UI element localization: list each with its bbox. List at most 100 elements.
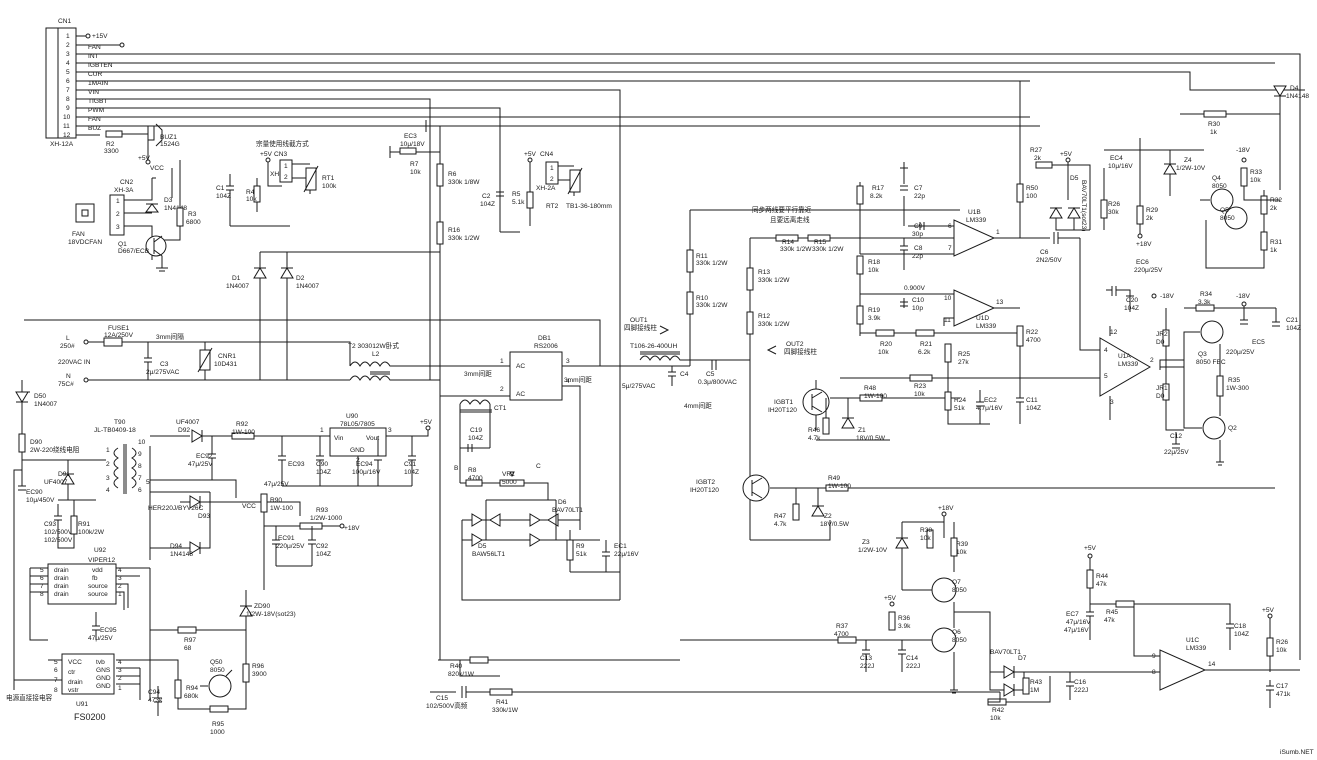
svg-text:C7: C7 <box>914 185 923 192</box>
svg-text:9: 9 <box>138 451 142 458</box>
svg-text:source: source <box>88 583 108 590</box>
svg-text:R14: R14 <box>782 239 794 246</box>
svg-text:D667/ECB: D667/ECB <box>118 248 150 255</box>
svg-text:5: 5 <box>146 479 150 486</box>
svg-text:7: 7 <box>66 87 70 94</box>
svg-text:30p: 30p <box>912 231 923 238</box>
svg-text:D94: D94 <box>170 543 182 550</box>
svg-text:U1A: U1A <box>1118 353 1131 360</box>
svg-text:TB1-36-180mm: TB1-36-180mm <box>566 203 612 210</box>
buzzer-block: R2 3300 BUZ1 1524G +5V <box>104 123 180 165</box>
svg-text:10: 10 <box>138 439 146 446</box>
svg-text:R31: R31 <box>1270 239 1282 246</box>
svg-text:10: 10 <box>63 114 71 121</box>
svg-text:250#: 250# <box>60 343 75 350</box>
svg-text:2: 2 <box>106 461 110 468</box>
svg-text:Q1: Q1 <box>118 241 127 248</box>
svg-text:471k: 471k <box>1276 691 1291 698</box>
svg-text:R37: R37 <box>836 623 848 630</box>
svg-text:0.3μ/800VAC: 0.3μ/800VAC <box>698 379 737 386</box>
svg-text:R9: R9 <box>576 543 585 550</box>
svg-text:10k: 10k <box>1276 647 1287 654</box>
svg-text:4: 4 <box>66 60 70 67</box>
svg-text:D92: D92 <box>178 427 190 434</box>
svg-text:Q5: Q5 <box>1220 207 1229 214</box>
svg-text:8050: 8050 <box>1212 183 1227 190</box>
svg-text:GND: GND <box>350 447 365 454</box>
svg-text:R42: R42 <box>992 707 1004 714</box>
svg-text:5000: 5000 <box>502 479 517 486</box>
svg-text:4.7k: 4.7k <box>774 521 787 528</box>
svg-text:100μ/16V: 100μ/16V <box>352 469 381 476</box>
svg-text:OUT2: OUT2 <box>786 341 804 348</box>
svg-text:C5: C5 <box>706 371 715 378</box>
svg-text:IH20T120: IH20T120 <box>768 407 797 414</box>
svg-text:3: 3 <box>388 427 392 434</box>
svg-text:1W-100: 1W-100 <box>270 505 293 512</box>
svg-text:R97: R97 <box>184 637 196 644</box>
svg-text:L2: L2 <box>372 351 380 358</box>
svg-text:+5V: +5V <box>1060 151 1073 158</box>
svg-text:R45: R45 <box>1106 609 1118 616</box>
svg-text:U90: U90 <box>346 413 358 420</box>
svg-text:R25: R25 <box>958 351 970 358</box>
svg-text:14: 14 <box>1208 661 1216 668</box>
svg-text:CN3: CN3 <box>274 151 288 158</box>
svg-text:3300: 3300 <box>104 148 119 155</box>
svg-text:220VAC IN: 220VAC IN <box>58 359 91 366</box>
svg-text:U1C: U1C <box>1186 637 1199 644</box>
svg-text:R92: R92 <box>236 421 248 428</box>
svg-text:CUR: CUR <box>88 71 103 78</box>
svg-text:10D431: 10D431 <box>214 361 237 368</box>
svg-text:R50: R50 <box>1026 185 1038 192</box>
svg-text:22μ/16V: 22μ/16V <box>614 551 639 558</box>
svg-text:2: 2 <box>500 386 504 393</box>
svg-text:EC1: EC1 <box>614 543 627 550</box>
svg-text:8050: 8050 <box>1220 215 1235 222</box>
svg-text:D5: D5 <box>1070 175 1079 182</box>
svg-text:22p: 22p <box>912 253 923 260</box>
svg-text:C18: C18 <box>1234 623 1246 630</box>
svg-text:T90: T90 <box>114 419 126 426</box>
svg-text:D5: D5 <box>478 543 487 550</box>
svg-text:4.7μ/16V: 4.7μ/16V <box>976 405 1003 412</box>
svg-text:R24: R24 <box>954 397 966 404</box>
svg-text:IH20T120: IH20T120 <box>690 487 719 494</box>
svg-text:FAN: FAN <box>88 116 101 123</box>
svg-text:1: 1 <box>106 447 110 454</box>
svg-text:Q7: Q7 <box>952 579 961 586</box>
svg-text:C14: C14 <box>906 655 918 662</box>
svg-text:VR1: VR1 <box>502 471 515 478</box>
svg-text:2N2/50V: 2N2/50V <box>1036 257 1062 264</box>
svg-text:XH-3A: XH-3A <box>114 187 134 194</box>
svg-text:+5V: +5V <box>260 151 273 158</box>
svg-text:104Z: 104Z <box>1026 405 1041 412</box>
svg-text:ZD90: ZD90 <box>254 603 270 610</box>
svg-text:222J: 222J <box>906 663 920 670</box>
svg-text:R46: R46 <box>808 427 820 434</box>
svg-text:EC5: EC5 <box>1252 339 1265 346</box>
svg-text:R43: R43 <box>1030 679 1042 686</box>
cn1-model: XH-12A <box>50 141 74 148</box>
svg-text:drain: drain <box>54 591 69 598</box>
svg-text:104Z: 104Z <box>216 193 231 200</box>
svg-text:1M: 1M <box>1030 687 1039 694</box>
svg-text:8.2k: 8.2k <box>870 193 883 200</box>
svg-text:1k: 1k <box>1270 247 1278 254</box>
svg-text:R93: R93 <box>316 507 328 514</box>
svg-text:1: 1 <box>550 165 554 172</box>
svg-text:12: 12 <box>63 132 71 139</box>
svg-text:4: 4 <box>566 378 570 385</box>
svg-text:+5V: +5V <box>884 595 897 602</box>
svg-text:6800: 6800 <box>186 219 201 226</box>
svg-text:同步两线要平行靠近: 同步两线要平行靠近 <box>752 205 812 214</box>
svg-text:1W-100: 1W-100 <box>864 393 887 400</box>
svg-text:R10: R10 <box>696 295 708 302</box>
svg-text:drain: drain <box>68 679 83 686</box>
svg-text:3: 3 <box>66 51 70 58</box>
svg-text:RT1: RT1 <box>322 175 335 182</box>
svg-text:EC92: EC92 <box>196 453 213 460</box>
svg-text:C91: C91 <box>404 461 416 468</box>
svg-text:Q3: Q3 <box>1198 351 1207 358</box>
svg-text:102/500V高频: 102/500V高频 <box>426 701 468 710</box>
